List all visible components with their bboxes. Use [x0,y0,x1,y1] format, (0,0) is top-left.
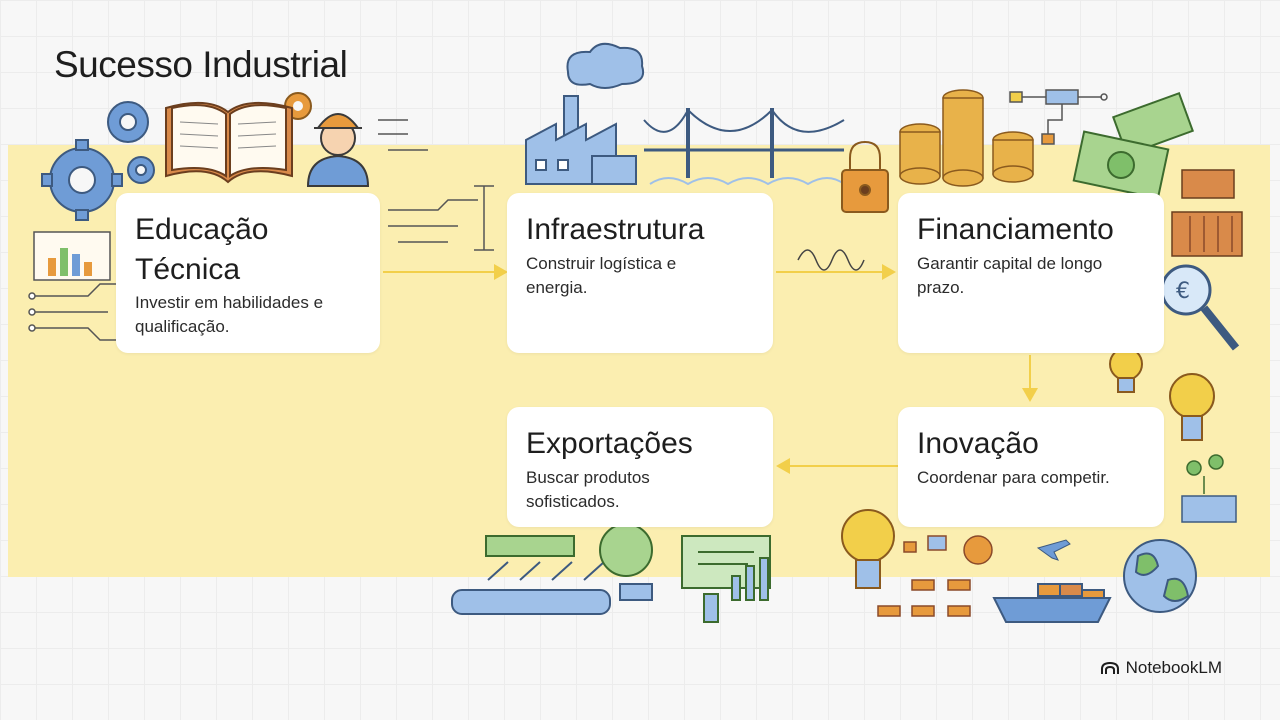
lock-icon [841,140,889,213]
wave-icon [797,249,865,271]
brand-name: NotebookLM [1125,658,1222,677]
step-desc-line1: Buscar produtos [526,468,650,487]
notebooklm-logo-icon [1100,661,1119,674]
flowchart-icon [1009,89,1108,145]
step-card-inovacao: Inovação Coordenar para competir. [898,407,1164,527]
step-desc-line2: prazo. [917,278,965,297]
step-desc-line2: qualificação. [135,317,230,336]
step-card-educacao: Educação Técnica Investir em habilidades… [116,193,380,353]
step-card-infraestrutura: Infraestrutura Construir logística e ene… [507,193,773,353]
step-card-financiamento: Financiamento Garantir capital de longo … [898,193,1164,353]
monitor-chart-icon [681,535,771,623]
illustrations: € [28,42,1243,623]
bridge-icon [643,108,845,186]
page-title: Sucesso Industrial [54,44,348,85]
step-card-exportacoes: Exportações Buscar produtos sofisticados… [507,407,773,527]
magnifier-euro-icon: € [1160,264,1240,351]
worker-icon [306,113,370,187]
book-icon [165,101,293,184]
globe-icon [1123,539,1197,613]
lightbulb-icon [841,347,1215,589]
flow-arrows [383,264,1038,474]
step-title-line1: Educação [135,213,269,246]
containers-icon [1171,169,1243,257]
step-desc-line1: Construir logística e [526,254,677,273]
step-title: Financiamento [917,213,1114,246]
head-idea-icon [599,523,653,577]
step-title: Exportações [526,427,693,460]
slide: Sucesso Industrial [8,0,1270,720]
gear-icon [41,101,155,221]
step-desc-line1: Coordenar para competir. [917,468,1110,487]
step-title: Inovação [917,427,1039,460]
step-desc-line1: Garantir capital de longo [917,254,1103,273]
brand-watermark: NotebookLM [1100,658,1222,678]
plane-icon [1036,539,1071,561]
ship-icon [992,583,1112,623]
step-desc-line2: energia. [526,278,588,297]
svg-text:€: € [1176,279,1190,304]
process-diagram-icon [877,535,993,617]
plant-tech-icon [1181,454,1237,523]
step-desc-line1: Investir em habilidades e [135,293,324,312]
step-title-line2: Técnica [135,253,241,286]
step-desc-line2: sofisticados. [526,492,620,511]
money-icon [1072,91,1195,200]
circuit-icon [28,119,494,341]
coins-icon [899,89,1034,187]
factory-icon [525,42,644,185]
chart-board-icon [33,231,111,281]
conveyor-icon [451,535,653,615]
step-title: Infraestrutura [526,213,705,246]
